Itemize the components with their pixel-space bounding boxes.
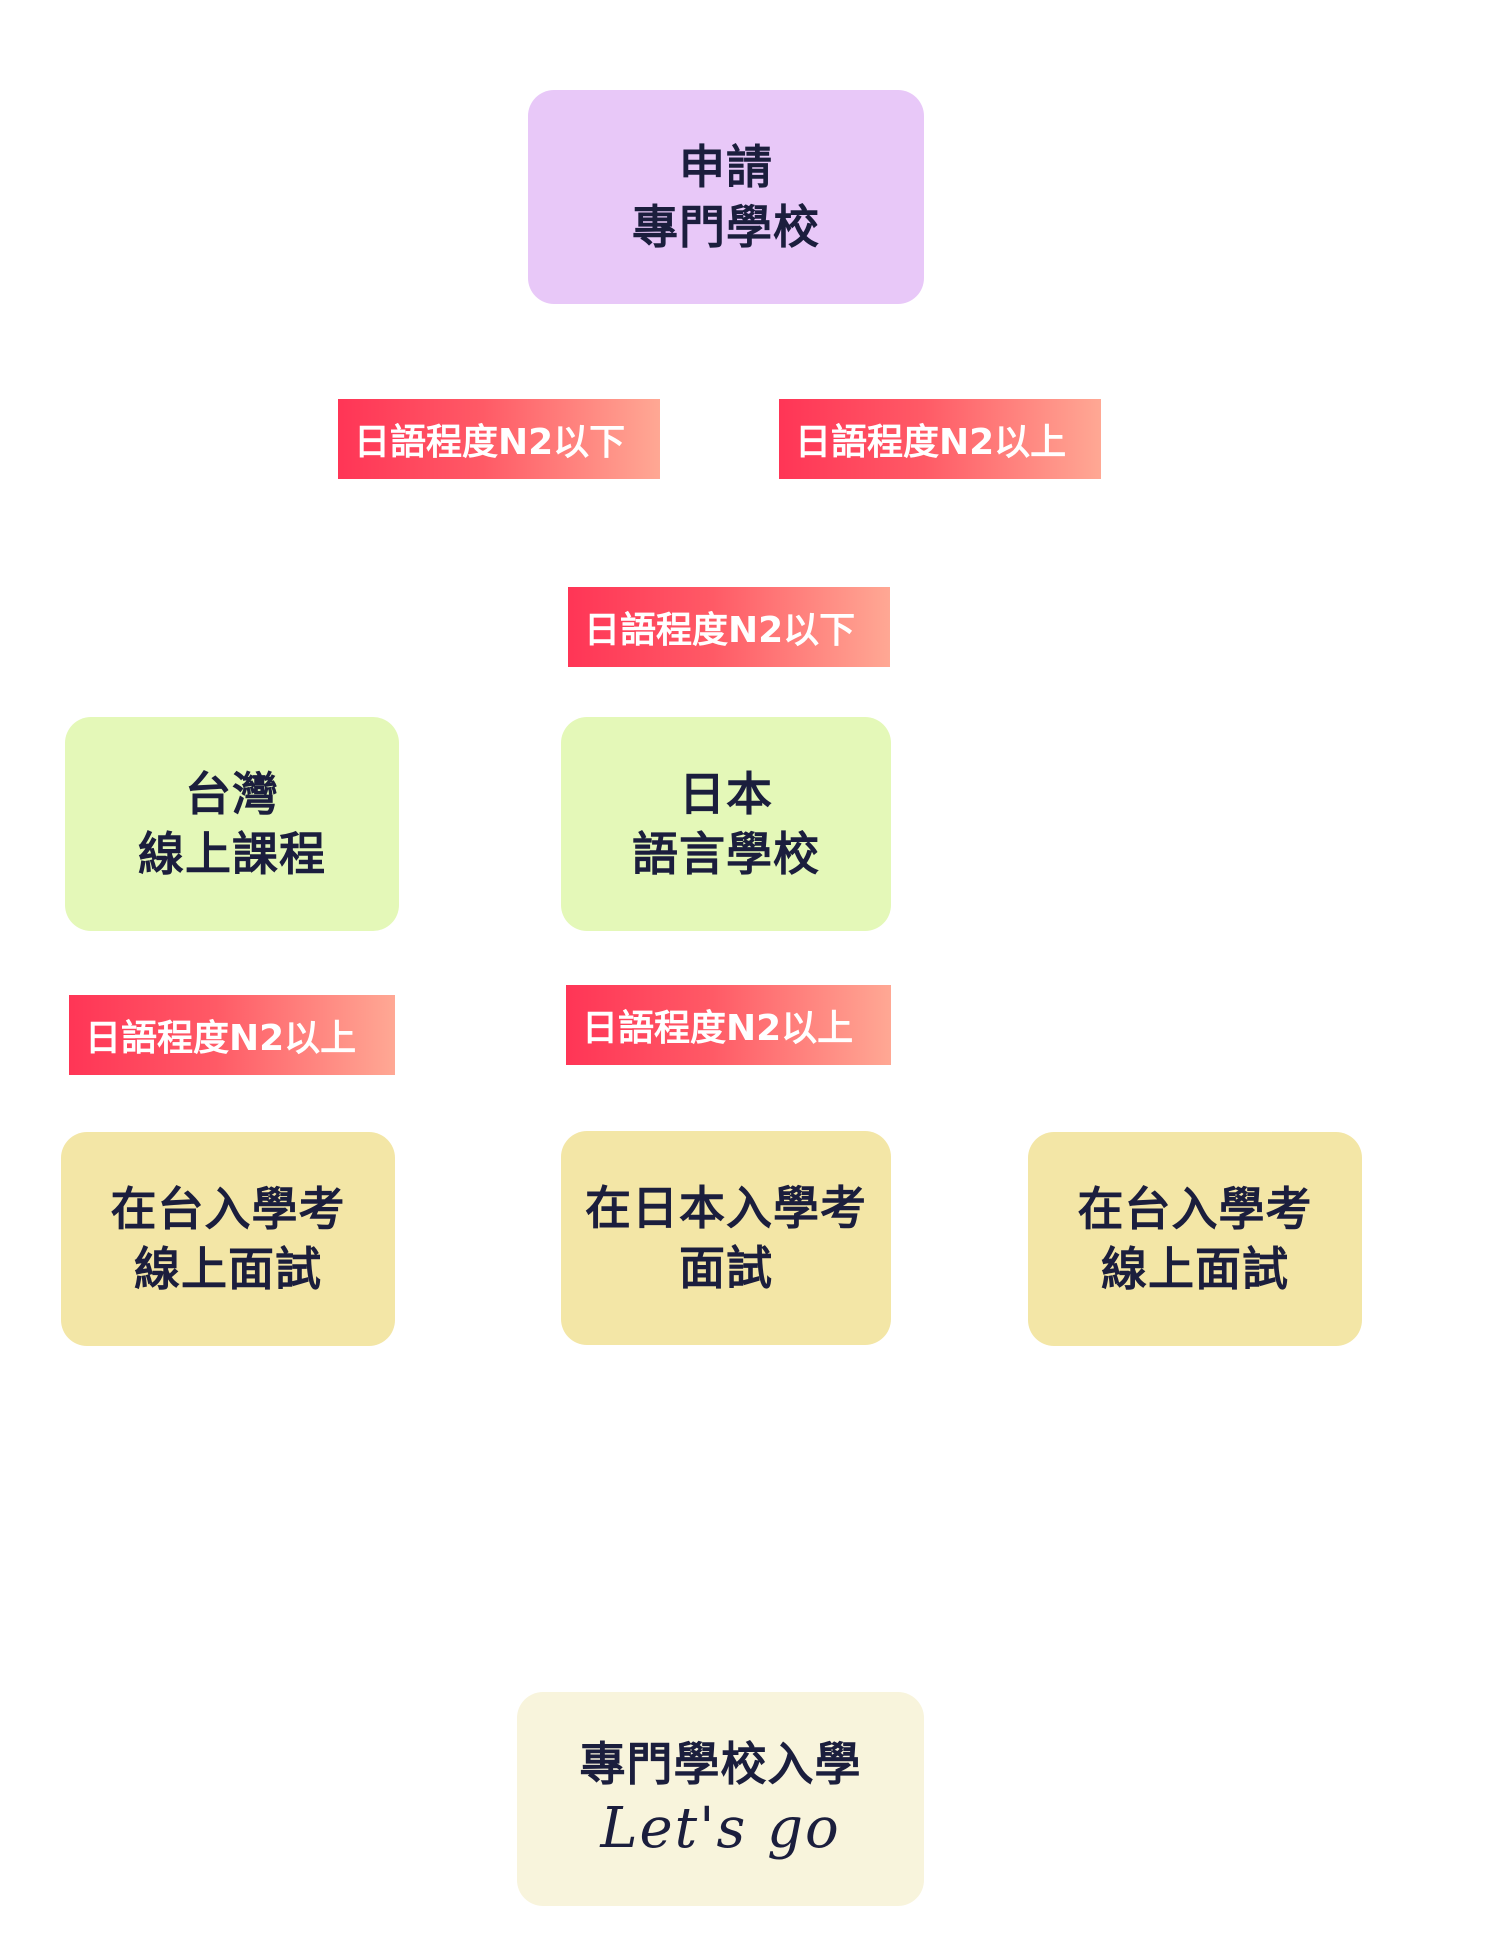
node-exam-taiwan-left-line1: 在台入學考 xyxy=(110,1182,346,1236)
tag-n2-below-middle: 日語程度N2以下 xyxy=(568,587,890,667)
tag-n2-above-left-lower: 日語程度N2以上 xyxy=(69,995,395,1075)
tag-n2-above-center-lower: 日語程度N2以上 xyxy=(566,985,891,1065)
node-apply-line2: 專門學校 xyxy=(632,200,820,254)
tag-n2-below-top-left: 日語程度N2以下 xyxy=(338,399,660,479)
node-admission-line1: 專門學校入學 xyxy=(579,1737,862,1791)
node-exam-taiwan-left: 在台入學考 線上面試 xyxy=(61,1132,395,1346)
node-apply-specialized-school: 申請 專門學校 xyxy=(528,90,924,304)
node-apply-line1: 申請 xyxy=(679,140,773,194)
node-taiwan-online-course: 台灣 線上課程 xyxy=(65,717,399,931)
node-japan-language-school: 日本 語言學校 xyxy=(561,717,891,931)
node-exam-japan-line2: 面試 xyxy=(679,1241,773,1295)
node-admission: 專門學校入學 Let's go xyxy=(517,1692,924,1906)
node-exam-taiwan-right: 在台入學考 線上面試 xyxy=(1028,1132,1362,1346)
node-taiwan-online-line1: 台灣 xyxy=(185,767,279,821)
node-exam-japan-line1: 在日本入學考 xyxy=(585,1181,867,1235)
node-japan-language-line1: 日本 xyxy=(679,767,773,821)
node-exam-japan: 在日本入學考 面試 xyxy=(561,1131,891,1345)
node-exam-taiwan-right-line1: 在台入學考 xyxy=(1077,1182,1313,1236)
node-taiwan-online-line2: 線上課程 xyxy=(138,827,326,881)
tag-n2-above-top-right: 日語程度N2以上 xyxy=(779,399,1101,479)
node-admission-lets-go: Let's go xyxy=(600,1796,841,1861)
node-japan-language-line2: 語言學校 xyxy=(632,827,820,881)
node-exam-taiwan-right-line2: 線上面試 xyxy=(1101,1242,1289,1296)
node-exam-taiwan-left-line2: 線上面試 xyxy=(134,1242,322,1296)
